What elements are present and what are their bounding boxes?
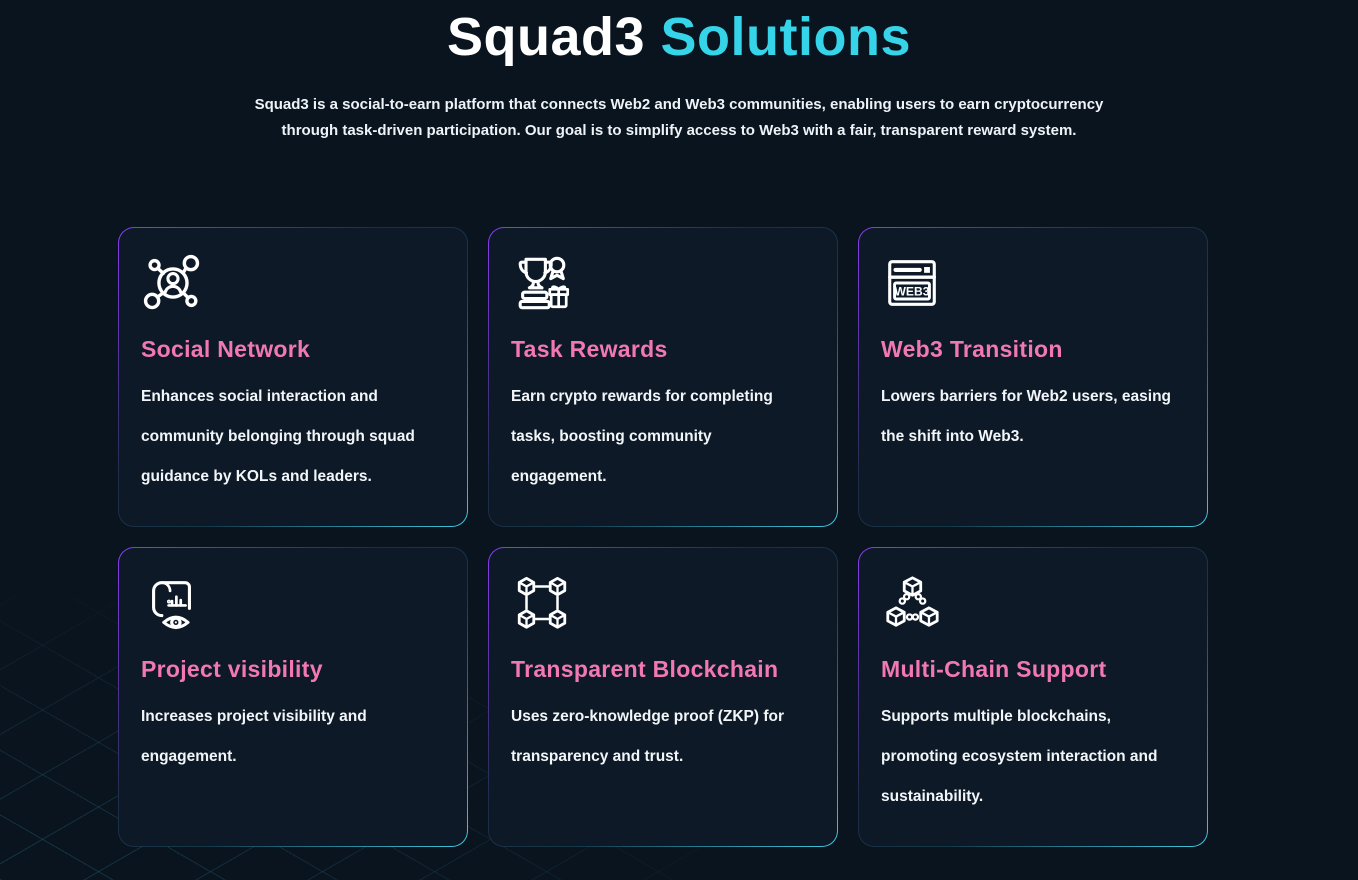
card-title: Social Network xyxy=(141,336,311,362)
card-body: Enhances social interaction and communit… xyxy=(141,388,415,485)
transparent-blockchain-icon xyxy=(517,576,567,629)
feature-card-transparent-blockchain: Transparent Blockchain Uses zero-knowled… xyxy=(488,547,838,847)
page-title-accent: Solutions xyxy=(660,7,912,67)
features-grid: Social Network Enhances social interacti… xyxy=(118,227,1208,847)
card-title: Transparent Blockchain xyxy=(511,656,779,682)
project-visibility-icon xyxy=(152,581,191,630)
task-rewards-icon xyxy=(518,256,570,310)
hero-subtitle: Squad3 is a social-to-earn platform that… xyxy=(254,96,1104,139)
card-title: Task Rewards xyxy=(511,336,668,362)
card-title: Web3 Transition xyxy=(881,336,1063,362)
web3-icon-label: WEB3 xyxy=(895,285,930,299)
web3-transition-icon: WEB3 xyxy=(888,260,936,306)
card-body: Lowers barriers for Web2 users, easing t… xyxy=(881,388,1172,445)
card-title: Multi-Chain Support xyxy=(881,656,1107,682)
feature-card-social-network: Social Network Enhances social interacti… xyxy=(118,227,468,527)
card-body: Increases project visibility and engagem… xyxy=(141,708,367,765)
feature-card-task-rewards: Task Rewards Earn crypto rewards for com… xyxy=(488,227,838,527)
feature-card-web3-transition: WEB3 Web3 Transition Lowers barriers for… xyxy=(858,227,1208,527)
multi-chain-support-icon xyxy=(886,576,939,627)
card-title: Project visibility xyxy=(141,656,323,682)
page-title-primary: Squad3 xyxy=(446,7,646,67)
card-body: Earn crypto rewards for completing tasks… xyxy=(511,388,773,485)
card-body: Uses zero-knowledge proof (ZKP) for tran… xyxy=(511,708,784,765)
hero-section: Squad3 Solutions Squad3 is a social-to-e… xyxy=(0,0,1358,144)
feature-card-project-visibility: Project visibility Increases project vis… xyxy=(118,547,468,847)
social-network-icon xyxy=(143,254,200,310)
feature-card-multi-chain-support: Multi-Chain Support Supports multiple bl… xyxy=(858,547,1208,847)
card-body: Supports multiple blockchains, promoting… xyxy=(881,708,1158,805)
page-title: Squad3 Solutions xyxy=(0,6,1358,68)
